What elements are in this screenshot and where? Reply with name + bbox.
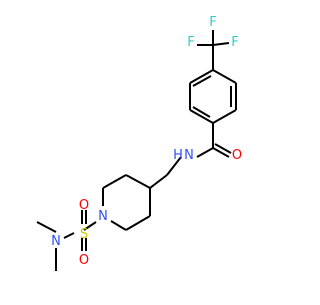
molecule-diagram: F F F O N H N S O O N (36, 15, 242, 271)
bond-c-f1 (212, 42, 230, 46)
atom-o-s2: O (79, 253, 89, 268)
atom-labels: F F F O N H N S O O N (51, 15, 242, 268)
bond-ar-4 (189, 109, 214, 124)
bond-n-ch2 (166, 156, 182, 176)
atom-o-s1: O (79, 198, 89, 213)
atom-h-amide: H (173, 148, 183, 163)
atom-f3: F (187, 35, 194, 50)
bond-pip-4 (110, 220, 127, 231)
bond-c-o-a (212, 147, 230, 158)
atom-f1: F (231, 35, 238, 50)
bonds (36, 30, 237, 271)
bond-c-o-b (214, 143, 232, 154)
bond-ch2-pip (149, 174, 168, 189)
bond-ar-6 (189, 69, 214, 84)
bond-ar-3 (212, 109, 237, 124)
bond-n-me1 (36, 221, 57, 233)
bond-pip-1 (125, 174, 151, 189)
bond-pip-2 (102, 174, 127, 189)
bond-s-n (63, 232, 75, 239)
atom-n-ring: N (98, 209, 108, 224)
structure-svg: F F F O N H N S O O N (36, 15, 242, 271)
atom-n-amide: N (184, 148, 194, 163)
bond-ar-6-inner (192, 75, 212, 87)
atom-n-dimethyl: N (51, 234, 61, 249)
bond-pip-5 (125, 215, 151, 231)
bond-ar-1 (212, 69, 237, 84)
atom-s: S (80, 227, 88, 242)
atom-o-amide: O (232, 148, 242, 163)
bond-ar-4-inner (192, 106, 211, 118)
bond-n-s (83, 221, 97, 231)
atom-f2: F (209, 15, 216, 30)
bond-c-n (196, 147, 214, 158)
